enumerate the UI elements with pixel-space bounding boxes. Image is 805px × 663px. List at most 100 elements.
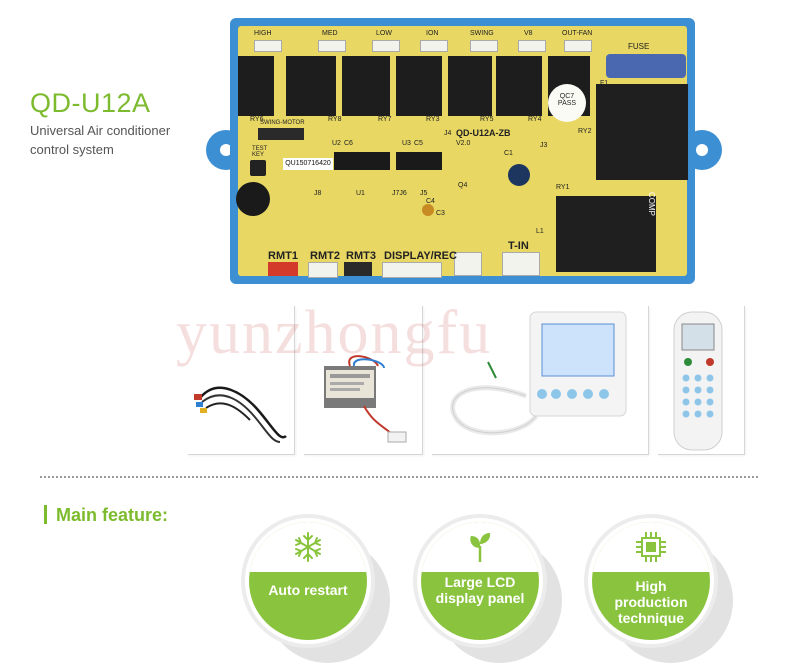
component-label: RY4 bbox=[528, 116, 542, 123]
connector-label-display-rec: DISPLAY/REC bbox=[384, 250, 457, 262]
connector-med bbox=[318, 40, 346, 52]
product-title: QD-U12A bbox=[30, 88, 151, 118]
feature-heading-accent bbox=[44, 505, 47, 524]
qc-pass-sticker: QC7 PASS bbox=[548, 84, 586, 122]
component-label: RY1 bbox=[556, 184, 570, 191]
component-label: RY7 bbox=[378, 116, 392, 123]
component-label: Q4 bbox=[458, 182, 468, 189]
relay-label-low: LOW bbox=[376, 30, 392, 37]
comp-label: COMP bbox=[647, 192, 656, 216]
compressor-relay bbox=[556, 196, 656, 272]
qc-sticker-line2: PASS bbox=[557, 100, 577, 107]
connector-label-rmt1: RMT1 bbox=[268, 250, 298, 262]
test-key-label: TEST KEY bbox=[252, 146, 268, 158]
accessory-wired-controller bbox=[432, 306, 649, 455]
product-subtitle-line1: Universal Air conditioner bbox=[30, 123, 171, 138]
connector-ion bbox=[420, 40, 448, 52]
wire-harness-image bbox=[194, 386, 287, 443]
connector-label-rmt3: RMT3 bbox=[346, 250, 376, 262]
accessory-wire-harness bbox=[188, 306, 295, 455]
component-label: C5 bbox=[414, 140, 423, 147]
component-label: C4 bbox=[426, 198, 435, 205]
chip-icon bbox=[636, 532, 666, 562]
connector-t-in bbox=[502, 252, 540, 276]
feature-label-auto-restart: Auto restart bbox=[268, 582, 348, 598]
connector-rmt2 bbox=[308, 262, 338, 278]
feature-label-high-production: High production technique bbox=[614, 578, 688, 626]
connector-label-t-in: T-IN bbox=[508, 240, 529, 252]
feature-badge-auto-restart: Auto restart bbox=[241, 514, 390, 663]
component-label: U2 bbox=[332, 140, 341, 147]
connector-low bbox=[372, 40, 400, 52]
product-subtitle-line2: control system bbox=[30, 142, 114, 157]
relay-label-v8: V8 bbox=[524, 30, 533, 37]
leaf-icon bbox=[470, 533, 491, 562]
board-model-marking: QD-U12A-ZB bbox=[456, 128, 511, 138]
component-label: RY6 bbox=[250, 116, 264, 123]
fuse-label: FUSE bbox=[628, 42, 650, 51]
dotted-divider bbox=[40, 476, 758, 478]
relay-med bbox=[286, 56, 336, 116]
wired-controller-image bbox=[450, 311, 627, 436]
connector-high bbox=[254, 40, 282, 52]
connector-out-fan bbox=[564, 40, 592, 52]
connector-swing bbox=[470, 40, 498, 52]
relay-label-swing: SWING bbox=[470, 30, 494, 37]
feature-badge-high-production: High production technique bbox=[584, 514, 733, 663]
relay-v8 bbox=[496, 56, 542, 116]
component-label: RY8 bbox=[328, 116, 342, 123]
serial-number-sticker: QU150716420 bbox=[283, 158, 333, 170]
connector-rmt1 bbox=[268, 262, 298, 276]
connector-rmt3 bbox=[344, 262, 372, 276]
microcontroller-chip bbox=[334, 152, 390, 170]
main-relay bbox=[596, 84, 688, 180]
relay-ion bbox=[396, 56, 442, 116]
component-label: RY3 bbox=[426, 116, 440, 123]
feature-heading: Main feature: bbox=[56, 505, 169, 525]
component-label: J8 bbox=[314, 190, 322, 197]
fuse bbox=[606, 54, 686, 78]
relay-label-med: MED bbox=[322, 30, 338, 37]
qc-sticker-line1: QC7 bbox=[559, 93, 575, 100]
feature-label-large-lcd: Large LCD display panel bbox=[435, 574, 525, 606]
connector-display-rec bbox=[382, 262, 442, 278]
relay-high bbox=[238, 56, 274, 116]
component-label: C1 bbox=[504, 150, 513, 157]
component-label: L1 bbox=[536, 228, 544, 235]
component-label: F1 bbox=[600, 80, 609, 87]
relay-label-out-fan: OUT-FAN bbox=[562, 30, 593, 37]
component-label: J5 bbox=[420, 190, 428, 197]
watermark: yunzhongfu bbox=[176, 299, 493, 367]
ceramic-capacitor bbox=[422, 204, 434, 216]
component-label: C3 bbox=[436, 210, 445, 217]
component-label: J4 bbox=[444, 130, 452, 137]
component-label: RY2 bbox=[578, 128, 592, 135]
accessory-remote-control bbox=[658, 306, 745, 455]
relay-label-ion: ION bbox=[426, 30, 439, 37]
electrolytic-capacitor bbox=[508, 164, 530, 186]
driver-chip bbox=[396, 152, 442, 170]
relay-low bbox=[342, 56, 390, 116]
relay-swing bbox=[448, 56, 492, 116]
test-key-button bbox=[250, 160, 266, 176]
component-label: RY5 bbox=[480, 116, 494, 123]
feature-badge-large-lcd: Large LCD display panel bbox=[413, 514, 562, 663]
swing-motor-label: SWING-MOTOR bbox=[260, 120, 305, 126]
snowflake-icon bbox=[295, 532, 321, 562]
connector-label-rmt2: RMT2 bbox=[310, 250, 340, 262]
component-label: C6 bbox=[344, 140, 353, 147]
relay-label-high: HIGH bbox=[254, 30, 272, 37]
component-label: J3 bbox=[540, 142, 548, 149]
buzzer bbox=[236, 182, 270, 216]
component-label: J7J6 bbox=[392, 190, 407, 197]
component-label: U3 bbox=[402, 140, 411, 147]
component-label: U1 bbox=[356, 190, 365, 197]
accessory-transformer bbox=[304, 306, 423, 455]
remote-control-image bbox=[673, 311, 723, 451]
swing-motor-connector bbox=[258, 128, 304, 140]
board-version-marking: V2.0 bbox=[456, 140, 471, 147]
transformer-image bbox=[324, 355, 407, 443]
connector-room-temp bbox=[454, 252, 482, 276]
component-label: J1 bbox=[672, 150, 680, 157]
connector-v8 bbox=[518, 40, 546, 52]
